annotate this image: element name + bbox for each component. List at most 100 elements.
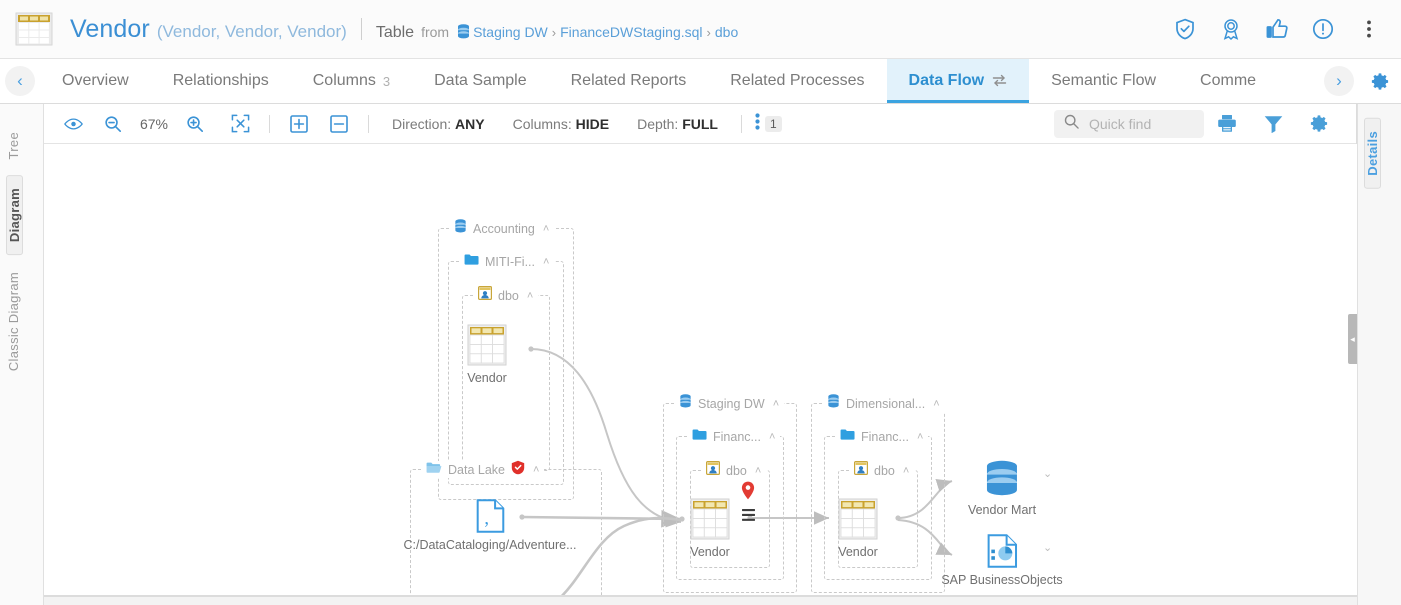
chevron-up-icon[interactable]: ˄ [916,430,924,443]
node-vendor-dimensional[interactable]: Vendor [838,498,878,559]
group-label: Financ... [861,429,909,444]
printer-icon[interactable] [1214,111,1240,137]
table-grid-icon [467,324,507,366]
depth-setting[interactable]: Depth: FULL [637,116,718,132]
shield-check-icon[interactable] [1173,17,1197,41]
group-header[interactable]: Financ... ˄ [835,428,929,445]
page-title: Vendor (Vendor, Vendor, Vendor) Table fr… [70,15,1173,44]
chevron-up-icon[interactable]: ˄ [772,397,780,410]
tabs-prev-button[interactable]: ‹ [0,59,40,103]
gear-icon[interactable] [1306,111,1332,137]
direction-setting[interactable]: Direction: ANY [392,116,485,132]
funnel-filter-icon[interactable] [1260,111,1286,137]
diagram-toolbar: 67% [44,104,1356,144]
horizontal-scrollbar-track[interactable] [44,596,1357,605]
group-dimensional[interactable]: Dimensional... ˄ [811,394,945,593]
group-staging-financ[interactable]: Financ... ˄ [676,428,784,580]
group-header[interactable]: MITI-Fi... ˄ [459,253,555,270]
chevron-down-icon[interactable]: ⌄ [1043,468,1053,480]
chevron-right-icon: › [1324,66,1354,96]
eye-icon[interactable] [60,111,86,137]
tabs-next-button[interactable]: › [1319,59,1359,103]
group-data-lake[interactable]: Data Lake ˄ [410,460,602,595]
tab-overview[interactable]: Overview [40,59,151,103]
sidebar-item-details[interactable]: Details [1364,118,1381,189]
node-sap-businessobjects[interactable]: SAP BusinessObjects [941,534,1063,587]
chevron-up-icon[interactable]: ˄ [902,464,910,477]
thumbs-up-icon[interactable] [1265,17,1289,41]
chevron-up-icon[interactable]: ˄ [543,255,550,268]
group-label: dbo [498,288,519,303]
node-vendor-accounting[interactable]: Vendor [467,324,507,385]
tab-columns[interactable]: Columns 3 [291,59,412,103]
collapse-minus-icon[interactable] [326,111,352,137]
tab-data-sample[interactable]: Data Sample [412,59,549,103]
more-options-badge[interactable]: 1 [755,112,782,135]
group-header[interactable]: Staging DW ˄ [674,394,785,413]
more-vertical-icon[interactable] [1357,17,1381,41]
columns-value: HIDE [575,115,610,132]
sidebar-item-diagram[interactable]: Diagram [6,175,23,256]
search-input[interactable] [1087,114,1194,133]
shield-alert-icon[interactable] [511,460,525,480]
group-header[interactable]: Accounting ˄ [449,219,555,238]
map-pin-icon[interactable] [741,481,755,505]
group-header[interactable]: Dimensional... ˄ [822,394,945,412]
group-dimensional-financ[interactable]: Financ... ˄ [824,428,932,580]
diagram-canvas[interactable]: Accounting ˄ MITI-Fi... ˄ [44,144,1357,595]
tab-label: Related Reports [570,72,687,89]
tab-related-reports[interactable]: Related Reports [549,59,709,103]
fit-to-screen-icon[interactable] [227,111,253,137]
group-accounting[interactable]: Accounting ˄ [438,219,574,500]
zoom-in-icon[interactable] [182,111,208,137]
node-vendor-staging[interactable]: Vendor [690,498,730,559]
tab-settings-gear-icon[interactable] [1359,59,1401,103]
group-miti-fi[interactable]: MITI-Fi... ˄ [448,253,564,485]
group-header[interactable]: dbo ˄ [701,461,767,479]
database-icon [679,394,692,413]
diagram-panel: 67% [44,104,1357,596]
breadcrumb-item-2[interactable]: dbo [714,23,739,40]
group-header[interactable]: dbo ˄ [849,461,915,479]
table-grid-icon [690,498,730,540]
chevron-up-icon[interactable]: ˄ [754,464,762,477]
zoom-out-icon[interactable] [100,111,126,137]
breadcrumb-item-0[interactable]: Staging DW [473,23,548,40]
search-box[interactable] [1054,109,1204,138]
panel-collapse-handle[interactable]: ◂ [1348,314,1357,364]
warning-circle-icon[interactable] [1311,17,1335,41]
sidebar-item-classic-diagram[interactable]: Classic Diagram [6,271,21,371]
database-icon [457,23,470,44]
group-header[interactable]: Financ... ˄ [687,428,781,445]
chevron-up-icon[interactable]: ˄ [933,397,940,410]
group-staging-dw[interactable]: Staging DW ˄ [663,394,797,593]
node-menu-icon[interactable] [742,508,755,526]
tab-comments[interactable]: Comme [1178,59,1278,103]
award-ribbon-icon[interactable] [1219,17,1243,41]
expand-plus-icon[interactable] [286,111,312,137]
group-header[interactable]: Data Lake ˄ [421,460,545,480]
from-label: from [421,23,450,40]
tab-label: Columns [312,72,376,89]
database-icon [454,219,467,238]
group-accounting-dbo[interactable]: dbo ˄ [462,286,550,471]
group-header[interactable]: dbo ˄ [473,286,539,304]
tab-semantic-flow[interactable]: Semantic Flow [1029,59,1178,103]
chevron-down-icon[interactable]: ⌄ [1043,542,1053,554]
sidebar-item-tree[interactable]: Tree [6,132,21,160]
tab-label: Data Flow [908,72,985,89]
tab-related-processes[interactable]: Related Processes [708,59,886,103]
chevron-up-icon[interactable]: ˄ [768,430,776,443]
columns-setting[interactable]: Columns: HIDE [513,116,609,132]
breadcrumb-item-1[interactable]: FinanceDWStaging.sql [560,23,703,40]
node-file-adventure-1[interactable]: ‚ C:/DataCataloging/Adventure... [403,499,577,552]
flow-exchange-icon [992,74,1007,92]
tab-data-flow[interactable]: Data Flow [886,59,1030,103]
chevron-up-icon[interactable]: ˄ [526,289,534,302]
group-staging-dbo[interactable]: dbo ˄ [690,461,770,568]
node-label: C:/DataCataloging/Adventure... [403,538,577,552]
chevron-up-icon[interactable]: ˄ [542,222,550,235]
node-vendor-mart[interactable]: Vendor Mart [968,460,1036,517]
chevron-up-icon[interactable]: ˄ [532,463,540,476]
tab-relationships[interactable]: Relationships [151,59,291,103]
